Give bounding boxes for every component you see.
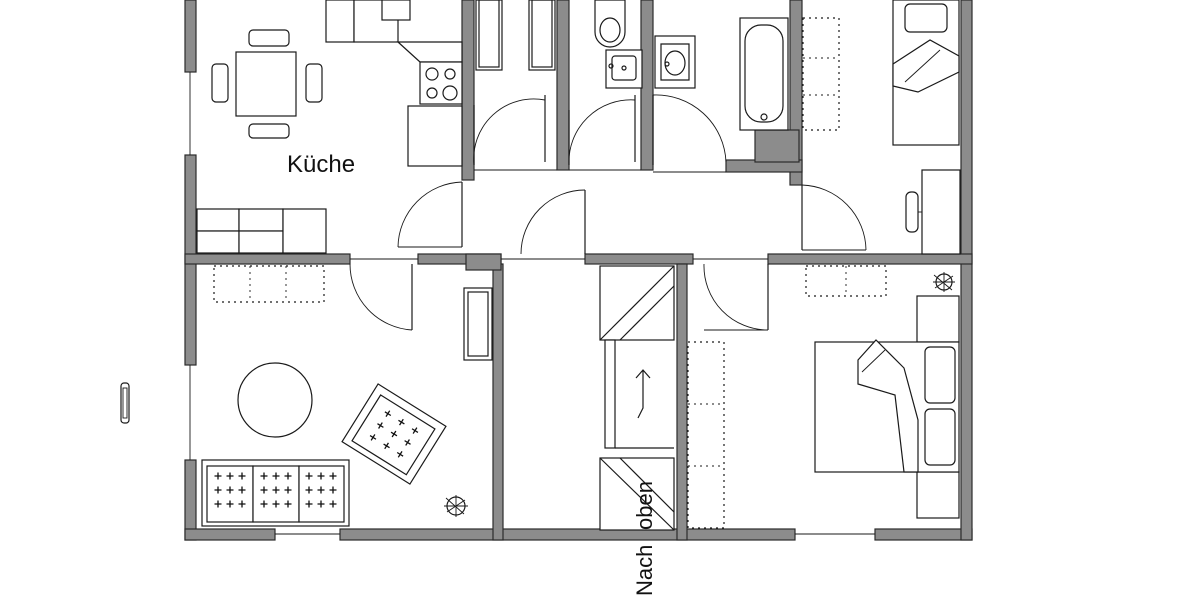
- nightstand: [916, 471, 960, 519]
- upholstery-mark: [238, 472, 246, 480]
- upholstery-mark: [305, 500, 313, 508]
- wall-left-top: [184, 0, 197, 73]
- stairs-up-label: oben: [632, 481, 657, 530]
- upholstery-mark: [404, 439, 411, 446]
- stove: [419, 61, 463, 105]
- upholstery-mark: [329, 472, 337, 480]
- bath-sink: [654, 35, 696, 89]
- kitchen: Küche: [196, 0, 463, 254]
- master-bedroom: [687, 265, 960, 529]
- upholstery-mark: [329, 486, 337, 494]
- round-table: [237, 362, 313, 438]
- pillow: [924, 346, 956, 404]
- upholstery-mark: [317, 472, 325, 480]
- desk-chair: [905, 191, 919, 233]
- wall-fixture: [120, 382, 130, 424]
- upholstery-mark: [329, 500, 337, 508]
- staircase: oben Nach: [599, 265, 675, 596]
- storage-closet: [475, 0, 556, 71]
- upholstery-mark: [398, 418, 405, 426]
- bathtub: [739, 17, 789, 131]
- bathroom: [654, 17, 840, 131]
- wall-bottom-3: [874, 528, 973, 541]
- plant-icon: [444, 495, 468, 517]
- chair: [248, 29, 290, 47]
- upholstery-mark: [390, 430, 398, 438]
- nightstand: [916, 295, 960, 343]
- upholstery-mark: [226, 486, 234, 494]
- upholstery-mark: [384, 410, 392, 417]
- pillow: [904, 3, 948, 33]
- upholstery-mark: [214, 486, 222, 494]
- upholstery-mark: [317, 486, 325, 494]
- living-room: [201, 265, 493, 527]
- wall-bottom-2: [339, 528, 796, 541]
- upholstery-mark: [260, 500, 268, 508]
- dresser: [805, 265, 887, 297]
- armchair: [341, 383, 447, 485]
- bath-cabinet: [802, 17, 840, 131]
- upholstery-mark: [260, 472, 268, 480]
- upholstery-mark: [272, 472, 280, 480]
- chair: [248, 123, 290, 139]
- stairs-down-label: Nach: [632, 545, 657, 596]
- wc: [594, 0, 643, 89]
- wardrobe: [687, 341, 725, 529]
- upholstery-mark: [305, 486, 313, 494]
- upholstery-mark: [214, 472, 222, 480]
- chair: [211, 63, 229, 103]
- upholstery-mark: [272, 486, 280, 494]
- upholstery-mark: [411, 427, 419, 434]
- shelf: [463, 287, 493, 361]
- upholstery-mark: [226, 500, 234, 508]
- upholstery-mark: [226, 472, 234, 480]
- wall-left-bottom: [184, 459, 197, 541]
- upholstery-mark: [305, 472, 313, 480]
- upholstery-mark: [369, 434, 377, 441]
- door-swings: [349, 94, 867, 331]
- upholstery-mark: [260, 486, 268, 494]
- upholstery-mark: [383, 442, 390, 450]
- interior-walls: [184, 0, 973, 541]
- wall-bottom-1: [184, 528, 276, 541]
- upholstery-mark: [214, 500, 222, 508]
- chair: [305, 63, 323, 103]
- upholstery-mark: [272, 500, 280, 508]
- wall-right: [960, 0, 973, 541]
- upholstery-mark: [238, 500, 246, 508]
- upholstery-mark: [396, 451, 404, 458]
- upholstery-mark: [238, 486, 246, 494]
- small-bedroom: [892, 0, 961, 255]
- upholstery-mark: [284, 486, 292, 494]
- upholstery-mark: [317, 500, 325, 508]
- kitchen-label: Küche: [287, 151, 355, 178]
- toilet: [594, 0, 626, 48]
- upholstery-mark: [284, 500, 292, 508]
- upholstery-mark: [284, 472, 292, 480]
- upholstery-mark: [377, 422, 384, 429]
- desk: [921, 169, 961, 255]
- fridge: [407, 105, 463, 167]
- pillow: [924, 408, 956, 466]
- sideboard: [213, 265, 325, 303]
- plant-icon: [933, 272, 955, 292]
- kitchen-table: [235, 51, 297, 117]
